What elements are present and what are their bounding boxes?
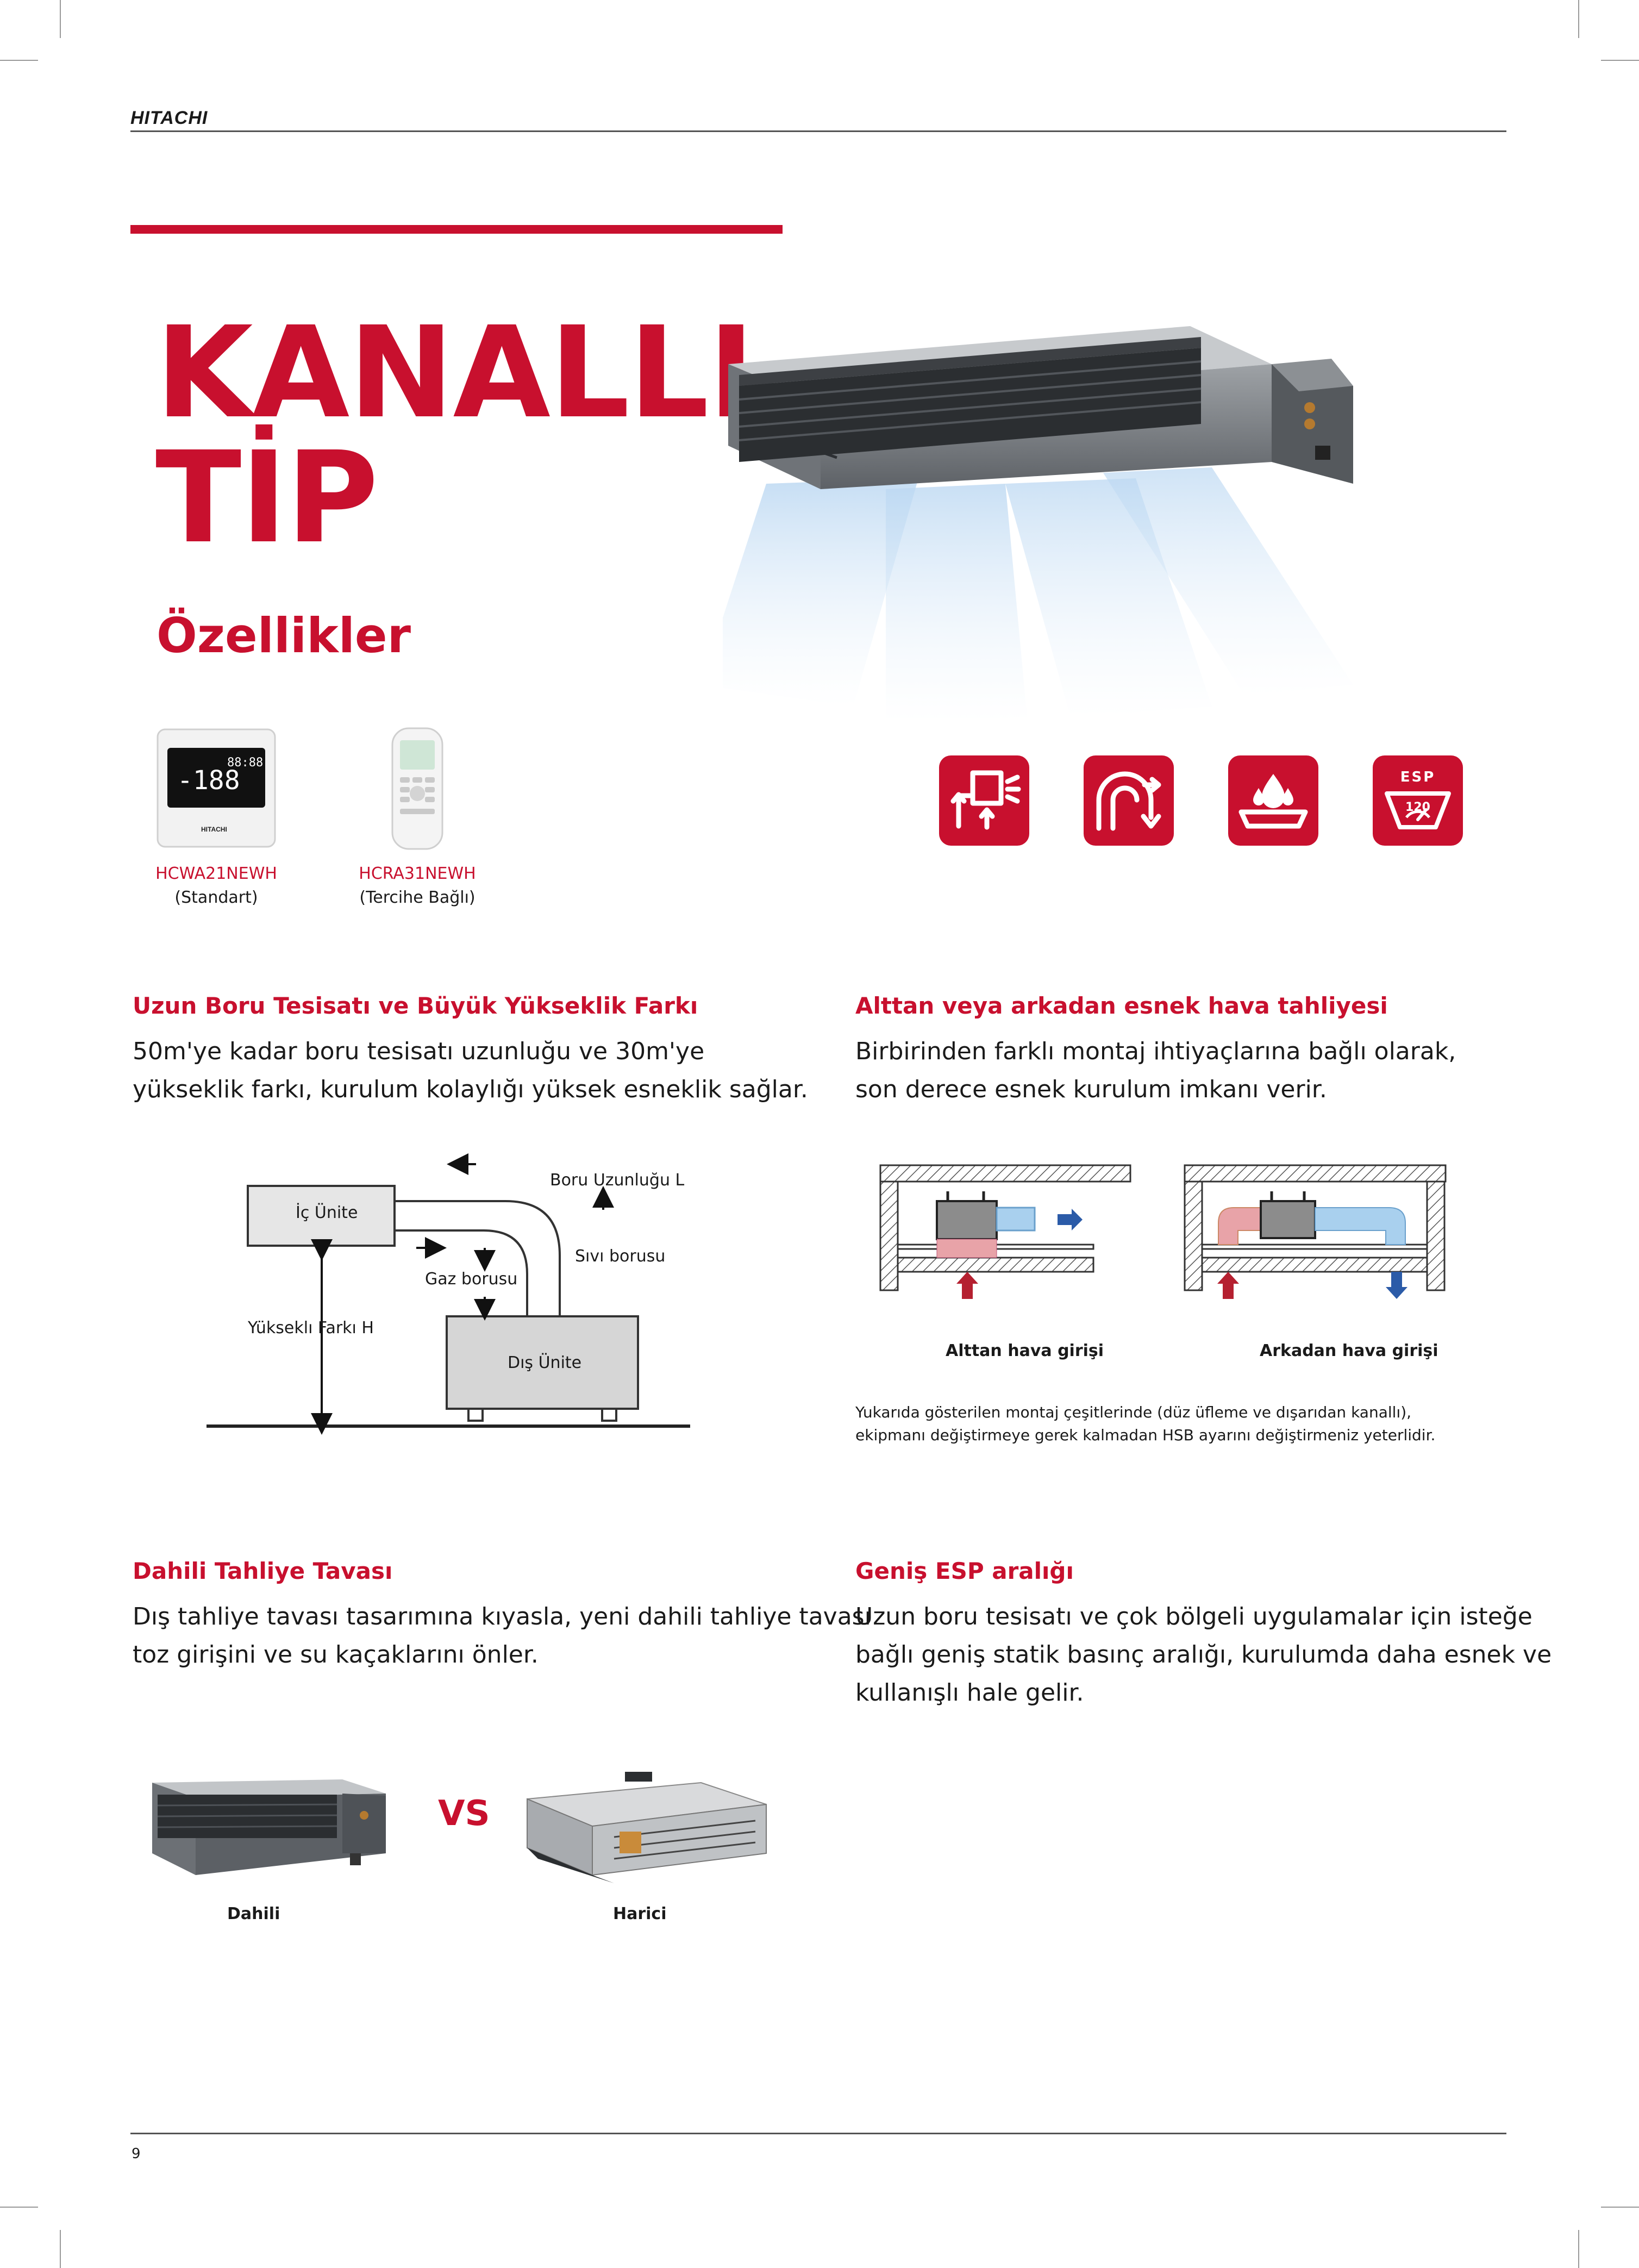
gas-pipe-label: Gaz borusu [425,1270,518,1289]
internal-caption: Dahili [227,1904,280,1923]
indoor-unit-label: İç Ünite [296,1203,358,1222]
ducted-unit-hero-image [723,326,1353,723]
section4-body-line1: Uzun boru tesisatı ve çok bölgeli uygula… [855,1603,1532,1630]
remote-note-2: (Tercihe Bağlı) [359,888,476,907]
section2-body-line1: Birbirinden farklı montaj ihtiyaçlarına … [855,1038,1456,1065]
brand-logo: HITACHI [130,108,208,128]
section1-heading: Uzun Boru Tesisatı ve Büyük Yükseklik Fa… [133,992,698,1019]
accent-bar [130,225,783,234]
drain-pan-icon [1228,755,1318,846]
section4-body-line3: kullanışlı hale gelir. [855,1679,1084,1707]
wireless-remote-image [391,727,443,850]
air-outlet-icon [939,755,1029,846]
esp-gauge-icon: ESP 120 [1373,755,1463,846]
page-title-line2: TİP [155,424,379,571]
crop-mark [1578,2230,1579,2268]
crop-mark [1601,2207,1639,2208]
outdoor-unit-label: Dış Ünite [508,1353,582,1372]
remote-note-1: (Standart) [174,888,258,907]
airflow-note-line1: Yukarıda gösterilen montaj çeşitlerinde … [855,1403,1412,1421]
liquid-pipe-label: Sıvı borusu [575,1247,666,1266]
rear-inlet-caption: Arkadan hava girişi [1260,1341,1438,1360]
crop-mark [60,0,61,38]
external-caption: Harici [613,1904,667,1923]
page-title-line1: KANALLI [155,299,755,446]
rear-air-inlet-diagram [1184,1164,1447,1299]
crop-mark [0,2207,38,2208]
section2-heading: Alttan veya arkadan esnek hava tahliyesi [855,992,1388,1019]
remote-model-2: HCRA31NEWH [359,864,476,883]
crop-mark [0,60,38,61]
header-rule [130,130,1506,132]
remote-model-1: HCWA21NEWH [155,864,277,883]
crop-mark [60,2230,61,2268]
crop-mark [1578,0,1579,38]
footer-rule [130,2133,1506,2134]
pipe-length-diagram [207,1153,690,1435]
page-number: 9 [132,2146,141,2162]
bottom-air-inlet-diagram [879,1164,1131,1299]
section4-body-line2: bağlı geniş statik basınç aralığı, kurul… [855,1641,1552,1669]
svg-text:88:88: 88:88 [227,756,263,770]
section2-body-line2: son derece esnek kurulum imkanı verir. [855,1076,1327,1103]
section3-heading: Dahili Tahliye Tavası [133,1558,393,1584]
airflow-note-line2: ekipmanı değiştirmeye gerek kalmadan HSB… [855,1426,1436,1444]
section3-body-line1: Dış tahliye tavası tasarımına kıyasla, y… [133,1603,871,1630]
wired-remote-image: -188 88:88 HITACHI [157,728,276,848]
bottom-inlet-caption: Alttan hava girişi [946,1341,1104,1360]
section1-body-line2: yükseklik farkı, kurulum kolaylığı yükse… [133,1076,808,1103]
svg-text:-188: -188 [177,765,240,796]
external-drain-unit-image [527,1772,767,1883]
internal-drain-unit-image [152,1779,386,1875]
svg-text:HITACHI: HITACHI [201,826,227,833]
section1-body-line1: 50m'ye kadar boru tesisatı uzunluğu ve 3… [133,1038,705,1065]
section4-heading: Geniş ESP aralığı [855,1558,1074,1584]
height-diff-label: Yükseklı Farkı H [248,1319,374,1338]
esp-label: ESP [1400,769,1436,785]
versus-label: VS [438,1794,490,1834]
page-subtitle: Özellikler [157,608,411,664]
duct-flow-icon [1084,755,1174,846]
pipe-length-label: Boru Uzunluğu L [550,1171,685,1190]
section3-body-line2: toz girişini ve su kaçaklarını önler. [133,1641,539,1669]
crop-mark [1601,60,1639,61]
